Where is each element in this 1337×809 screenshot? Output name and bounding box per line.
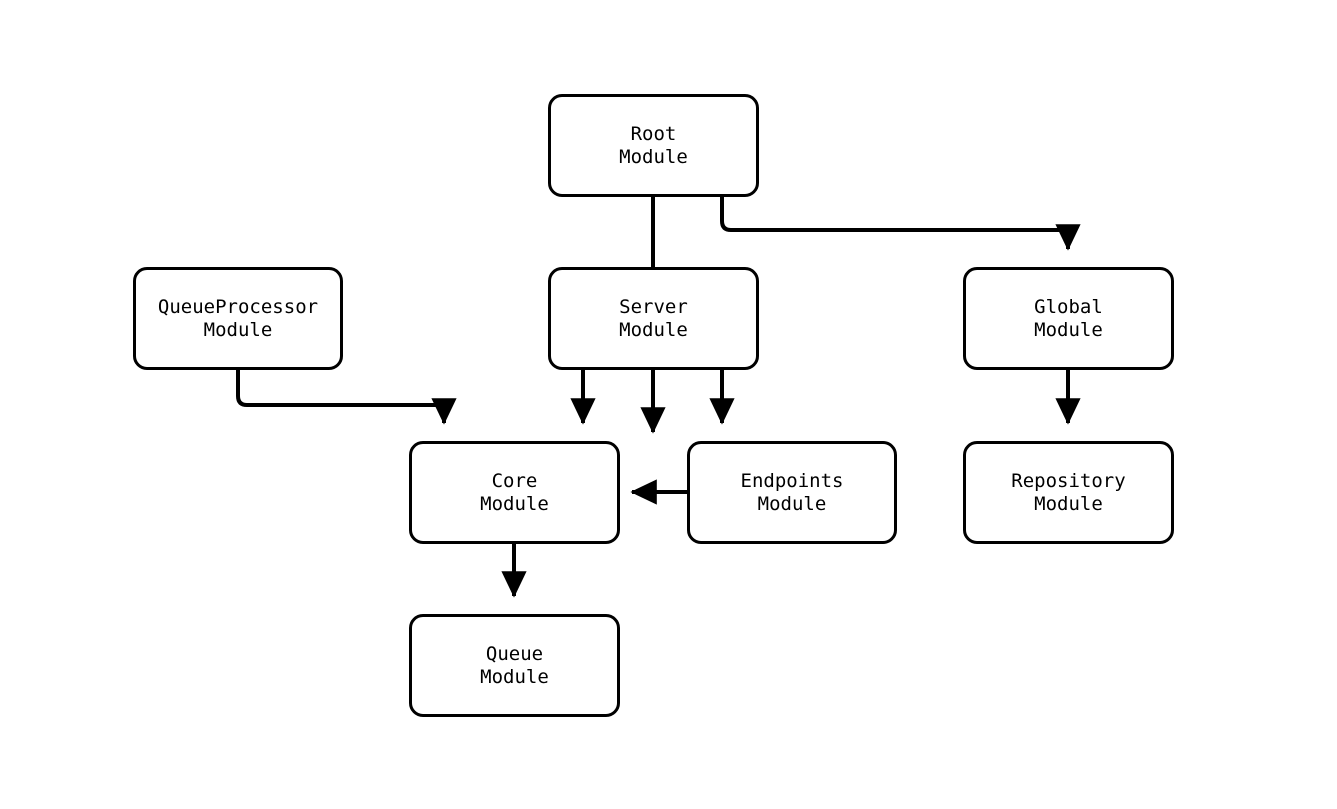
node-server-module[interactable]: Server Module: [548, 267, 759, 370]
node-core-module[interactable]: Core Module: [409, 441, 620, 544]
node-repository-module-line2: Module: [1034, 492, 1103, 515]
node-root-module-line1: Root: [630, 122, 677, 145]
node-global-module[interactable]: Global Module: [963, 267, 1174, 370]
node-endpoints-module-line2: Module: [757, 492, 827, 515]
node-queue-module[interactable]: Queue Module: [409, 614, 620, 717]
node-server-module-line1: Server: [619, 295, 688, 318]
node-root-module-line2: Module: [619, 145, 688, 168]
edge-root-to-global: [720, 197, 1081, 251]
node-repository-module[interactable]: Repository Module: [963, 441, 1174, 544]
node-global-module-line2: Module: [1034, 318, 1103, 341]
node-endpoints-module[interactable]: Endpoints Module: [687, 441, 897, 544]
node-server-module-line2: Module: [619, 318, 688, 341]
node-queueprocessor-module[interactable]: QueueProcessor Module: [133, 267, 343, 370]
edge-queueprocessor-to-core: [236, 370, 457, 425]
node-core-module-line2: Module: [480, 492, 549, 515]
node-endpoints-module-line1: Endpoints: [740, 469, 844, 492]
node-queue-module-line2: Module: [480, 665, 549, 688]
node-root-module[interactable]: Root Module: [548, 94, 759, 197]
node-queueprocessor-module-line1: QueueProcessor: [157, 295, 319, 318]
node-queue-module-line1: Queue: [485, 642, 544, 665]
node-queueprocessor-module-line2: Module: [203, 318, 273, 341]
node-repository-module-line1: Repository: [1011, 469, 1126, 492]
node-global-module-line1: Global: [1034, 295, 1103, 318]
node-core-module-line1: Core: [491, 469, 538, 492]
